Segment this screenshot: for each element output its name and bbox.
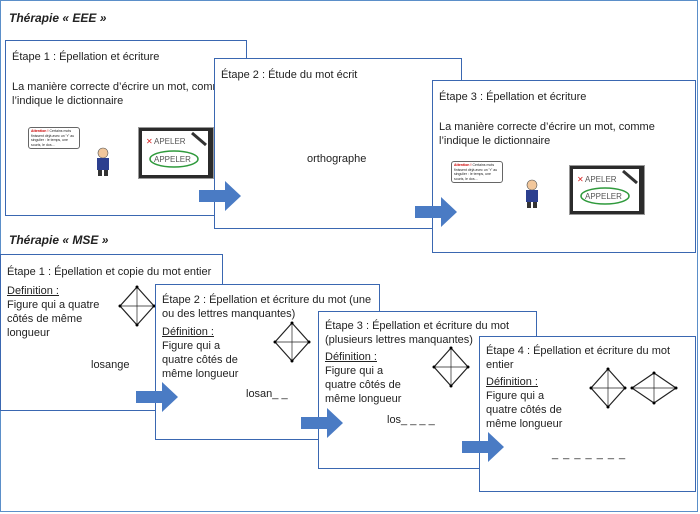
cartoon-teacher-icon xyxy=(526,179,538,208)
mse-step4-card: Étape 4 : Épellation et écriture du mot … xyxy=(479,336,696,492)
eee-step1-text: La manière correcte d’écrire un mot, com… xyxy=(12,81,228,107)
mse-step4-word: _ _ _ _ _ _ _ xyxy=(552,448,627,460)
rhombus-icon xyxy=(589,367,627,409)
mse-step3-def-text: Figure qui a quatre côtés de même longue… xyxy=(325,365,402,405)
mse-step2-def-label: Définition : xyxy=(162,326,214,338)
mse-step2-def-text: Figure qui a quatre côtés de même longue… xyxy=(162,340,239,380)
cartoon-teacher-icon xyxy=(97,147,109,176)
arrow-right-icon xyxy=(301,408,343,438)
svg-text:APELER: APELER xyxy=(154,137,186,146)
arrow-right-icon xyxy=(415,197,457,227)
rhombus-icon xyxy=(630,371,678,405)
speech-bubble: Attention ! Certains mots finissent déjà… xyxy=(28,127,80,149)
svg-text:APELER: APELER xyxy=(585,175,617,184)
mse-step3-title: Étape 3 : Épellation et écriture du mot … xyxy=(325,320,510,346)
mse-step1-def-text: Figure qui a quatre côtés de même longue… xyxy=(7,299,100,339)
rhombus-icon xyxy=(432,346,470,388)
mse-step1-title: Étape 1 : Épellation et copie du mot ent… xyxy=(7,266,212,278)
eee-step1-card: Étape 1 : Épellation et écriture La mani… xyxy=(5,40,247,216)
svg-text:✕: ✕ xyxy=(577,175,584,184)
mse-step4-def-text: Figure qui a quatre côtés de même longue… xyxy=(486,390,563,430)
mse-step2-word: losan_ _ xyxy=(246,388,288,400)
eee-heading: Thérapie « EEE » xyxy=(9,11,107,25)
eee-step2-title: Étape 2 : Étude du mot écrit xyxy=(221,69,358,81)
eee-step3-title: Étape 3 : Épellation et écriture xyxy=(439,91,587,103)
rhombus-icon xyxy=(118,285,156,327)
mse-step1-word: losange xyxy=(91,359,130,371)
svg-text:APPELER: APPELER xyxy=(585,192,622,201)
eee-step3-card: Étape 3 : Épellation et écriture La mani… xyxy=(432,80,696,253)
speech-bubble: Attention ! Certains mots finissent déjà… xyxy=(451,161,503,183)
pen-correction-icon: ✕ APELER APPELER xyxy=(138,127,214,179)
mse-heading: Thérapie « MSE » xyxy=(9,233,109,247)
rhombus-icon xyxy=(273,321,311,363)
mse-step2-title: Étape 2 : Épellation et écriture du mot … xyxy=(162,294,372,320)
pen-correction-icon: ✕ APELER APPELER xyxy=(569,165,645,215)
eee-step2-word: orthographe xyxy=(307,153,367,165)
mse-step4-title: Étape 4 : Épellation et écriture du mot … xyxy=(486,345,671,371)
eee-step3-text: La manière correcte d’écrire un mot, com… xyxy=(439,121,655,147)
svg-text:✕: ✕ xyxy=(146,137,153,146)
arrow-right-icon xyxy=(199,181,241,211)
eee-step1-title: Étape 1 : Épellation et écriture xyxy=(12,51,160,63)
mse-step1-def-label: Definition : xyxy=(7,285,59,297)
eee-step2-card: Étape 2 : Étude du mot écrit orthographe xyxy=(214,58,462,229)
arrow-right-icon xyxy=(462,432,504,462)
svg-text:APPELER: APPELER xyxy=(154,155,191,164)
mse-step3-def-label: Définition : xyxy=(325,351,377,363)
mse-step3-word: los_ _ _ _ xyxy=(387,414,435,426)
mse-step4-def-label: Définition : xyxy=(486,376,538,388)
arrow-right-icon xyxy=(136,382,178,412)
